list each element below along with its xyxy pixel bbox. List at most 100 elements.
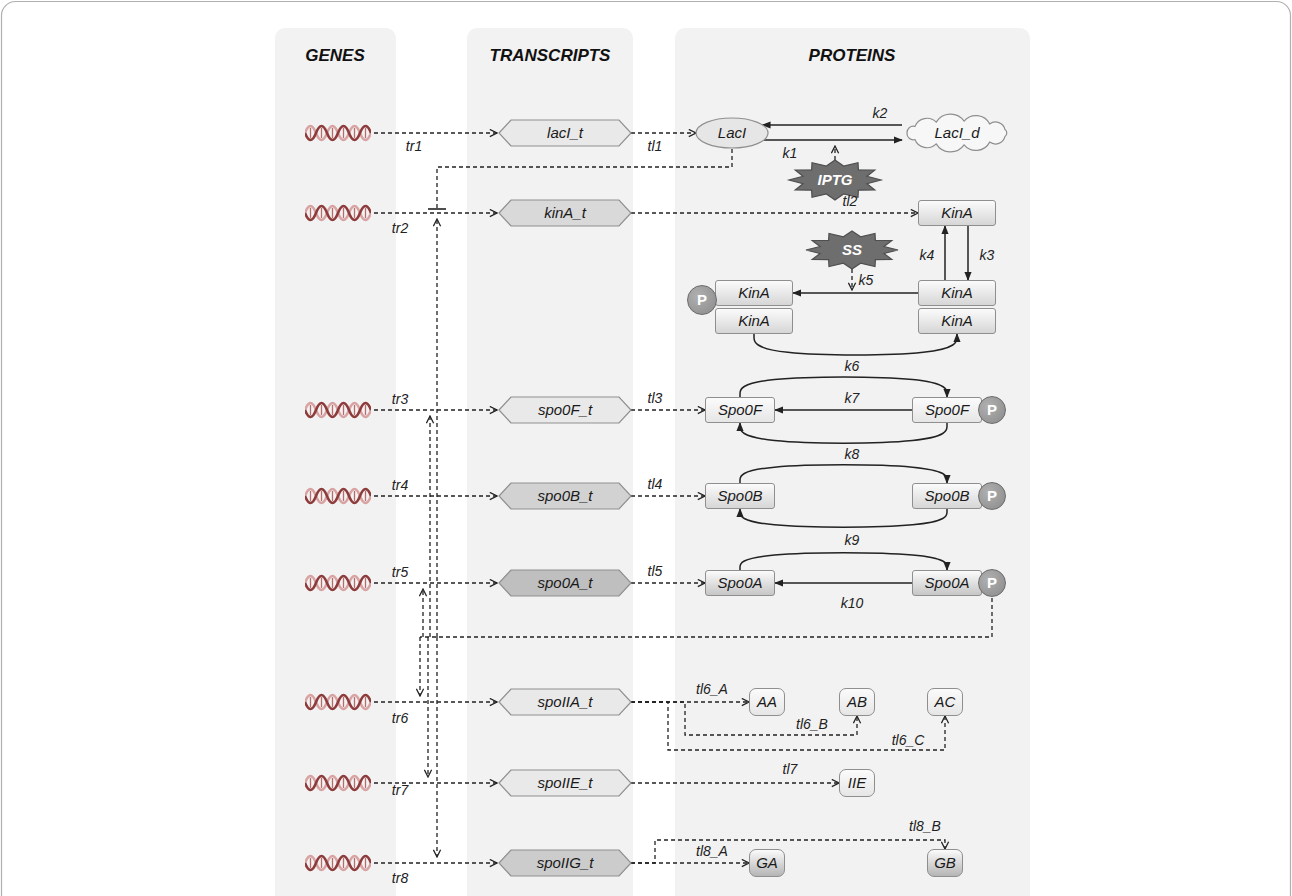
protein-box: Spo0A: [705, 570, 775, 596]
transcription-arrow: [374, 409, 497, 410]
node-label: KinA: [715, 280, 793, 306]
protein-box: KinA: [918, 200, 996, 226]
hex-shape: [499, 850, 631, 876]
column-panel: [675, 28, 1030, 896]
reaction-arrow: [775, 582, 912, 584]
dimer-box: KinAKinA: [918, 280, 996, 334]
phosphate-label: P: [987, 574, 997, 591]
translation-arrow: [631, 702, 945, 750]
node-label: GA: [756, 854, 778, 871]
protein-box: Spo0F: [705, 397, 775, 423]
dna-icon: [305, 695, 371, 709]
reaction-arrow: [740, 423, 947, 443]
rate-label: k8: [843, 446, 862, 462]
activation-arrow: [419, 637, 420, 696]
rate-label: k5: [857, 272, 876, 288]
rate-label: tl4: [646, 476, 665, 492]
rate-label: k4: [918, 247, 937, 263]
activation-arrow: [427, 637, 428, 777]
degraded-cloud: LacI_d: [902, 116, 1012, 150]
transcript-hexagon: spo0B_t: [499, 483, 631, 509]
phosphate-circle: P: [978, 396, 1006, 424]
column-panel: [275, 28, 396, 896]
cloud-shape: [907, 114, 1007, 152]
inducer-arrow: [834, 146, 835, 160]
dimer-box: KinAKinA: [715, 280, 793, 334]
rate-label: tl6_A: [694, 681, 730, 697]
transcript-hexagon: spo0A_t: [499, 570, 631, 596]
node-label: GB: [934, 854, 956, 871]
node-label: Spo0A: [717, 574, 762, 591]
reaction-arrow: [764, 139, 902, 141]
rate-label: tr2: [390, 220, 410, 236]
gene-product-box: AC: [927, 688, 963, 716]
gene-product-box: GB: [927, 849, 963, 877]
rate-label: tl5: [646, 563, 665, 579]
node-label: spo0A_t: [537, 574, 592, 591]
reaction-arrow: [740, 465, 947, 483]
node-label: IPTG: [817, 171, 852, 188]
phosphate-label: P: [697, 291, 707, 308]
dna-icon: [305, 776, 371, 790]
node-label: Spo0B: [924, 487, 969, 504]
dna-icon: [305, 206, 371, 220]
hex-shape: [499, 770, 631, 796]
rate-label: k7: [843, 390, 862, 406]
activation-arrow: [429, 416, 430, 637]
node-label: spoIIG_t: [537, 854, 594, 871]
protein-box: Spo0B: [912, 483, 982, 509]
rate-label: tl3: [646, 390, 665, 406]
activation-line: [420, 598, 992, 637]
node-label: AC: [935, 693, 956, 710]
node-label: spoIIA_t: [537, 693, 592, 710]
transcript-hexagon: spoIIA_t: [499, 689, 631, 715]
rate-label: tr4: [390, 477, 410, 493]
gene-product-box: GA: [749, 849, 785, 877]
hex-shape: [499, 570, 631, 596]
activation-arrow: [422, 589, 423, 637]
hex-shape: [499, 397, 631, 423]
transcription-arrow: [374, 132, 497, 133]
node-label: spo0F_t: [538, 401, 592, 418]
repression-bar: [428, 208, 446, 210]
rate-label: tr3: [390, 391, 410, 407]
node-label: KinA: [941, 204, 973, 221]
node-label: Spo0A: [924, 574, 969, 591]
gene-icons: [305, 126, 371, 870]
protein-box: Spo0B: [705, 483, 775, 509]
transcript-hexagon: spoIIE_t: [499, 770, 631, 796]
protein-box: Spo0A: [912, 570, 982, 596]
hex-shape: [499, 483, 631, 509]
rate-label: k10: [839, 595, 866, 611]
ellipse-shape: [696, 118, 768, 148]
translation-arrow: [631, 495, 705, 496]
transcription-arrow: [374, 862, 497, 863]
transcript-hexagon: kinA_t: [499, 200, 631, 226]
reaction-arrow: [740, 509, 947, 527]
translation-arrow: [631, 212, 918, 213]
rate-label: tl7: [781, 761, 800, 777]
reaction-arrow: [775, 409, 912, 411]
node-label: spo0B_t: [537, 487, 592, 504]
rate-label: k1: [781, 145, 800, 161]
phosphate-label: P: [987, 487, 997, 504]
node-label: Spo0F: [925, 401, 969, 418]
rate-label: tl2: [841, 193, 860, 209]
hex-shape: [499, 120, 631, 146]
reaction-arrow: [740, 377, 947, 397]
rate-label: tr1: [404, 138, 424, 154]
transcription-arrow: [374, 212, 497, 213]
gene-product-box: IIE: [839, 769, 875, 797]
dna-icon: [305, 403, 371, 417]
rate-label: k9: [843, 532, 862, 548]
column-panel: [467, 28, 633, 896]
column-header: GENES: [303, 46, 367, 65]
translation-arrow: [631, 409, 705, 410]
transcript-hexagon: spo0F_t: [499, 397, 631, 423]
node-label: AB: [847, 693, 867, 710]
phosphate-circle: P: [978, 482, 1006, 510]
